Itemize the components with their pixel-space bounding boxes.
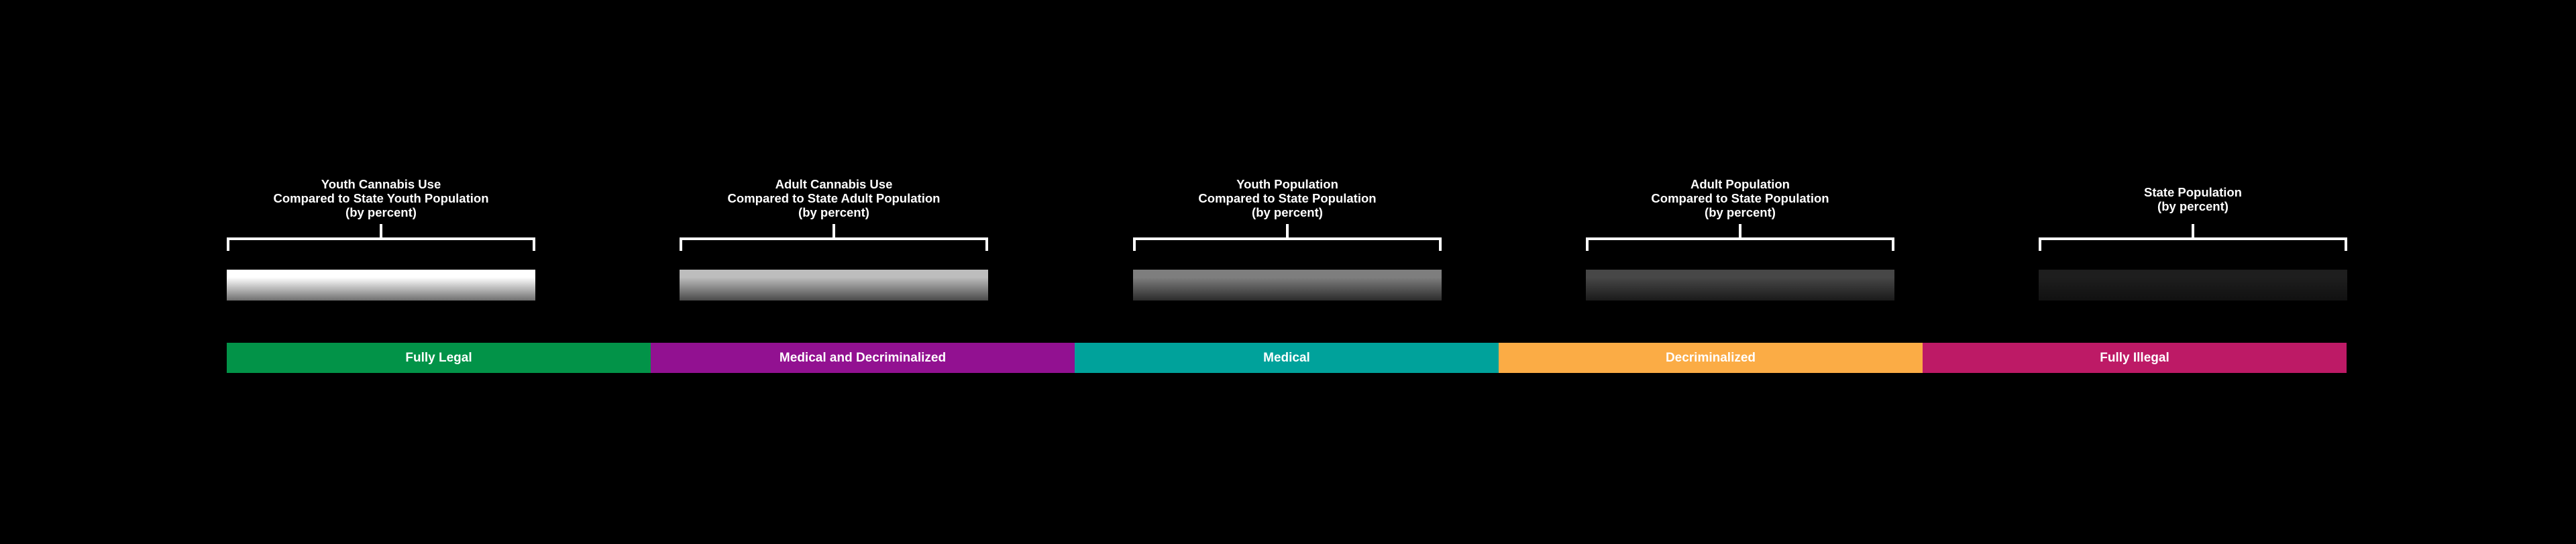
metric-title: Youth Population Compared to State Popul… (1133, 177, 1442, 219)
bracket-icon (2039, 221, 2347, 252)
metric-title-line: Compared to State Adult Population (727, 191, 941, 205)
legend-bar: Fully Legal Medical and Decriminalized M… (227, 343, 2347, 373)
bracket-icon (680, 221, 988, 252)
metric-adult-population: Adult Population Compared to State Popul… (1586, 0, 1894, 309)
legend-label: Decriminalized (1665, 350, 1756, 365)
gradient-swatch (1133, 270, 1442, 301)
metric-title-line: Adult Cannabis Use (775, 177, 893, 191)
metric-title-line: (by percent) (798, 205, 869, 219)
metric-title: State Population (by percent) (2039, 185, 2347, 213)
gradient-swatch (1586, 270, 1894, 301)
metric-title-line: Compared to State Youth Population (273, 191, 489, 205)
metric-title-line: (by percent) (345, 205, 417, 219)
metric-title-line: Adult Population (1690, 177, 1790, 191)
metric-title-line: Compared to State Population (1198, 191, 1377, 205)
metric-title: Adult Cannabis Use Compared to State Adu… (680, 177, 988, 219)
metric-youth-population: Youth Population Compared to State Popul… (1133, 0, 1442, 309)
legend-label: Medical (1263, 350, 1310, 365)
legend-fully-illegal: Fully Illegal (1923, 343, 2347, 373)
metric-title: Youth Cannabis Use Compared to State You… (227, 177, 535, 219)
legend-decriminalized: Decriminalized (1499, 343, 1923, 373)
metric-state-population: State Population (by percent) (2039, 0, 2347, 309)
gradient-swatch (2039, 270, 2347, 301)
metric-title-line: (by percent) (1705, 205, 1776, 219)
metric-title-line: Youth Cannabis Use (321, 177, 441, 191)
legend-medical-and-decriminalized: Medical and Decriminalized (651, 343, 1075, 373)
metric-title-line: Youth Population (1236, 177, 1338, 191)
legend-medical: Medical (1075, 343, 1499, 373)
metric-title-line: (by percent) (2157, 199, 2229, 213)
gradient-swatch (227, 270, 535, 301)
legend-fully-legal: Fully Legal (227, 343, 651, 373)
legend-label: Medical and Decriminalized (779, 350, 947, 365)
bracket-icon (1586, 221, 1894, 252)
gradient-swatch (680, 270, 988, 301)
bracket-icon (227, 221, 535, 252)
metric-title-line: Compared to State Population (1651, 191, 1829, 205)
metric-adult-cannabis-use: Adult Cannabis Use Compared to State Adu… (680, 0, 988, 309)
metric-youth-cannabis-use: Youth Cannabis Use Compared to State You… (227, 0, 535, 309)
bracket-icon (1133, 221, 1442, 252)
metric-title: Adult Population Compared to State Popul… (1586, 177, 1894, 219)
metric-title-line: (by percent) (1252, 205, 1323, 219)
legend-label: Fully Illegal (2100, 350, 2169, 365)
metric-title-line: State Population (2144, 185, 2242, 199)
legend-label: Fully Legal (405, 350, 472, 365)
